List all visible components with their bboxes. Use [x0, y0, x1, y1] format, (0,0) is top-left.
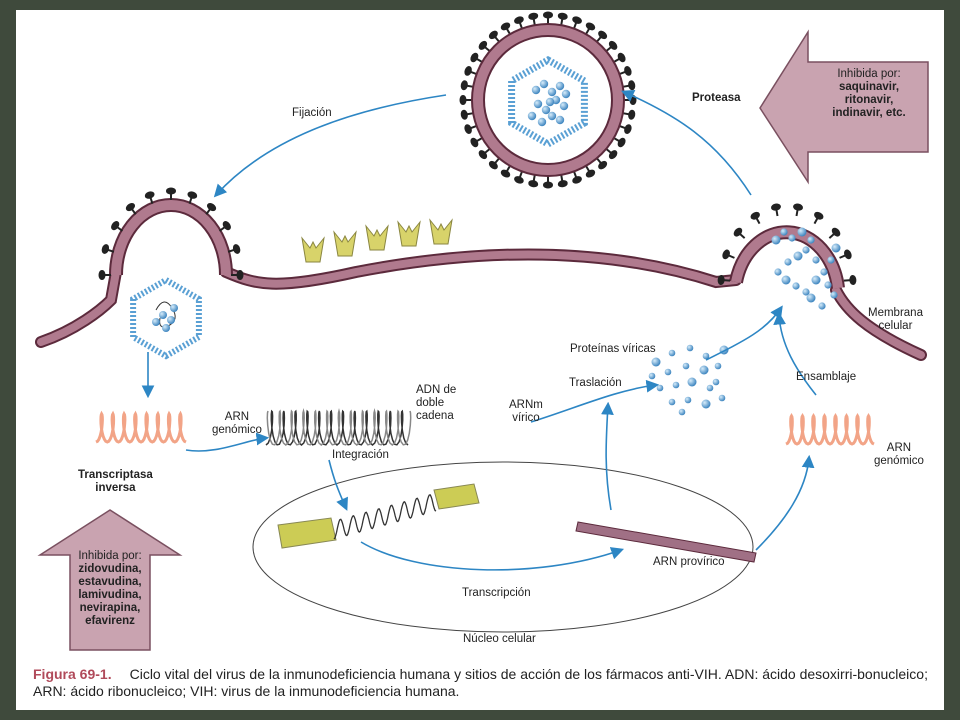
label-transcripcion: Transcripción [462, 587, 531, 599]
budding-virion-arch [717, 203, 857, 310]
integrated-provirus [277, 483, 480, 549]
label-arn-genomico-left: ARN genómico [212, 411, 262, 436]
proviral-rna-bar [575, 521, 757, 563]
label-fijacion: Fijación [292, 107, 332, 119]
label-integracion: Integración [332, 449, 389, 461]
cell-membrane [35, 248, 927, 361]
rt-inhibitor-title: Inhibida por: [78, 550, 142, 562]
cell-nucleus [252, 461, 754, 633]
label-arn-provirico: ARN provírico [653, 556, 725, 568]
label-transcriptasa: Transcriptasa inversa [78, 469, 153, 494]
rt-inhibitor-arrow [37, 509, 183, 651]
rt-inhibitor-text: Inhibida por: zidovudina, estavudina, la… [72, 550, 148, 628]
entry-virion-arch [98, 187, 244, 280]
label-nucleo: Núcleo celular [463, 633, 536, 645]
figure-caption-text: Ciclo vital del virus de la inmunodefici… [33, 666, 928, 699]
diagram-frame: Fijación Proteasa ARN genómico ADN de do… [16, 10, 944, 710]
label-membrana: Membrana celular [868, 307, 923, 332]
figure-caption: Figura 69-1.Ciclo vital del virus de la … [33, 666, 938, 700]
genomic-rna-right [785, 412, 875, 446]
double-strand-dna [265, 409, 409, 446]
genomic-rna-left [95, 410, 187, 444]
cell-receptors [301, 218, 453, 263]
protease-inhibitor-drugs: saquinavir, ritonavir, indinavir, etc. [832, 81, 906, 119]
label-traslacion: Traslación [569, 377, 622, 389]
mature-virion [459, 11, 637, 189]
label-arn-genomico-right: ARN genómico [874, 442, 924, 467]
label-proteasa: Proteasa [692, 92, 741, 104]
protease-inhibitor-text: Inhibida por: saquinavir, ritonavir, ind… [814, 68, 924, 120]
capsid-left [130, 276, 202, 360]
label-proteinas: Proteínas víricas [570, 343, 656, 355]
rt-inhibitor-drugs: zidovudina, estavudina, lamivudina, nevi… [78, 563, 142, 627]
hiv-lifecycle-diagram [35, 11, 929, 651]
lifecycle-arrows [141, 90, 817, 571]
label-adn-doble: ADN de doble cadena [416, 384, 457, 422]
viral-proteins [648, 344, 729, 416]
figure-number: Figura 69-1. [33, 666, 112, 682]
label-ensamblaje: Ensamblaje [796, 371, 857, 383]
protease-inhibitor-arrow [759, 29, 929, 185]
protease-inhibitor-title: Inhibida por: [837, 68, 901, 80]
label-arnm: ARNm vírico [509, 399, 543, 424]
